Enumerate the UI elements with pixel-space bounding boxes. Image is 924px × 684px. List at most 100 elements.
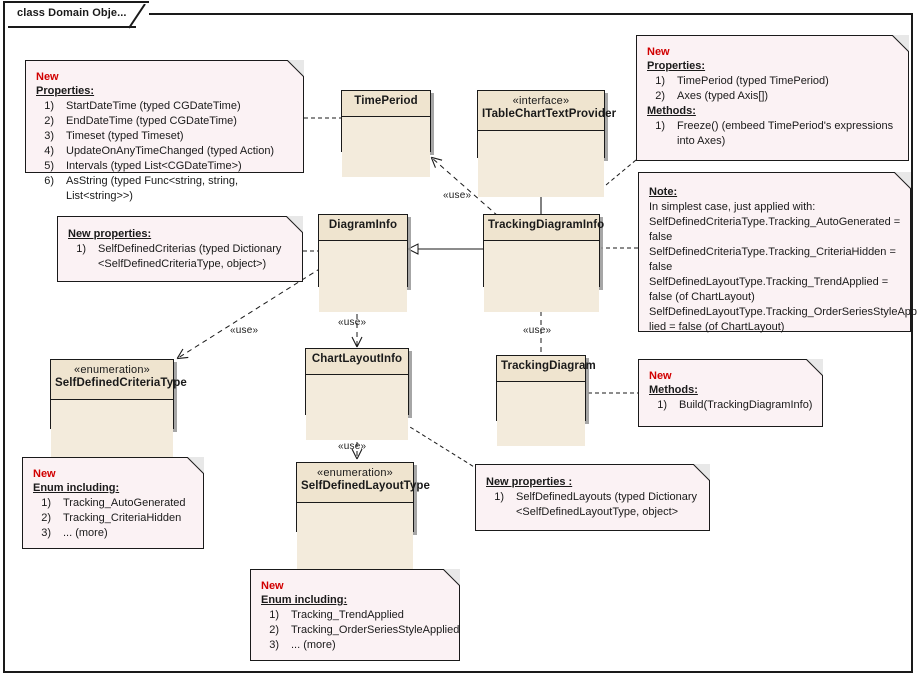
class-name: SelfDefinedCriteriaType: [55, 377, 187, 389]
note-item-number: 4): [44, 145, 54, 157]
note-item-text: Axes (typed Axis[]): [677, 90, 769, 102]
note-line: lied = false (of ChartLayout): [649, 321, 785, 333]
note-content: New properties: 1) SelfDefinedCriterias (…: [58, 217, 302, 280]
diagram-frame-tab-body: [8, 4, 136, 28]
note-item-list: 1) SelfDefinedCriterias (typed Dictionary…: [68, 242, 294, 272]
note-tracking-diagram-methods[interactable]: New Methods: 1)Build(TrackingDiagramInfo…: [638, 359, 823, 427]
note-item: 4)UpdateOnAnyTimeChanged (typed Action): [36, 144, 295, 159]
note-item-number: 5): [44, 160, 54, 172]
note-item-number: 3): [269, 639, 279, 651]
class-box-self-defined-criteria-type[interactable]: «enumeration» SelfDefinedCriteriaType: [50, 359, 187, 468]
note-line: false: [649, 261, 673, 273]
note-fold-corner: [806, 359, 823, 376]
class-name: ITableChartTextProvider: [482, 108, 617, 120]
class-header: TrackingDiagramInfo: [484, 215, 604, 241]
class-header: TimePeriod: [342, 91, 430, 117]
edge-label-use-layouttype: «use»: [338, 441, 367, 452]
class-header: ChartLayoutInfo: [306, 349, 408, 375]
note-item-number: 1): [494, 491, 504, 503]
note-chart-layout-new-properties[interactable]: New properties : 1)SelfDefinedLayouts (t…: [475, 464, 710, 531]
note-line: SelfDefinedLayoutType.Tracking_TrendAppl…: [649, 276, 889, 288]
note-item-list: 1)SelfDefinedLayouts (typed Dictionary <…: [486, 490, 701, 520]
note-new-label: New: [36, 71, 59, 83]
note-fold-corner: [894, 172, 911, 189]
note-item-text: SelfDefinedCriterias (typed Dictionary <…: [98, 243, 282, 270]
diagram-frame-tab[interactable]: class Domain Obje...: [3, 1, 149, 29]
edge-label-use-timeperiod: «use»: [443, 190, 472, 201]
note-item-text: ... (more): [63, 527, 108, 539]
note-item-text: Freeze() (embeed TimePeriod's expression…: [677, 120, 894, 147]
note-item-text: Tracking_TrendApplied: [291, 609, 404, 621]
class-body: [497, 382, 585, 446]
note-time-period-properties[interactable]: New Properties: 1)StartDateTime (typed C…: [25, 60, 304, 202]
note-criteria-enum-values[interactable]: New Enum including: 1)Tracking_AutoGener…: [22, 457, 204, 549]
note-item-list: 1)TimePeriod (typed TimePeriod) 2)Axes (…: [647, 74, 900, 104]
class-name: DiagramInfo: [328, 219, 398, 231]
note-fold-corner: [892, 35, 909, 52]
class-box-self-defined-layout-type[interactable]: «enumeration» SelfDefinedLayoutType: [296, 462, 430, 571]
class-box-diagram-info[interactable]: DiagramInfo: [318, 214, 408, 312]
note-item-number: 1): [655, 75, 665, 87]
note-heading: Enum including:: [261, 594, 348, 606]
note-content: New Properties: 1)StartDateTime (typed C…: [26, 61, 303, 212]
note-line: SelfDefinedCriteriaType.Tracking_AutoGen…: [649, 216, 901, 228]
note-simplest-case[interactable]: Note: In simplest case, just applied wit…: [638, 172, 917, 333]
note-item: 3) ... (more): [261, 638, 451, 653]
class-header: «interface» ITableChartTextProvider: [478, 91, 617, 131]
class-body: [478, 131, 604, 197]
class-body: [484, 241, 599, 312]
note-item-text: Timeset (typed Timeset): [66, 130, 184, 142]
note-item-number: 1): [41, 497, 51, 509]
note-item: 2)Axes (typed Axis[]): [647, 89, 900, 104]
note-item-list: 1)Tracking_TrendApplied 2)Tracking_Order…: [261, 608, 459, 653]
note-item-list: 1)Build(TrackingDiagramInfo): [649, 398, 814, 413]
note-item-number: 2): [269, 624, 279, 636]
class-box-chart-layout-info[interactable]: ChartLayoutInfo: [305, 348, 409, 440]
class-body: [319, 241, 407, 312]
note-content: New Enum including: 1)Tracking_TrendAppl…: [251, 570, 459, 661]
class-box-time-period[interactable]: TimePeriod: [341, 90, 431, 177]
note-item: 1)TimePeriod (typed TimePeriod): [647, 74, 900, 89]
note-line: false (of ChartLayout): [649, 291, 755, 303]
note-diagram-info-new-properties[interactable]: New properties: 1) SelfDefinedCriterias (…: [57, 216, 303, 282]
note-item-number: 1): [44, 100, 54, 112]
note-new-label: New: [261, 580, 284, 592]
note-layout-enum-values[interactable]: New Enum including: 1)Tracking_TrendAppl…: [250, 569, 460, 661]
note-item-number: 1): [76, 243, 86, 255]
class-box-tracking-diagram[interactable]: TrackingDiagram: [496, 355, 596, 446]
class-box-itablecharttextprovider[interactable]: «interface» ITableChartTextProvider: [477, 90, 617, 197]
note-heading: New properties:: [68, 228, 152, 240]
class-header: TrackingDiagram: [497, 356, 596, 382]
edge-label-use-criteria: «use»: [230, 325, 259, 336]
note-line: SelfDefinedLayoutType.Tracking_OrderSeri…: [649, 306, 918, 318]
note-item: 6)AsString (typed Func<string, string, L…: [36, 174, 295, 204]
note-new-label: New: [647, 46, 670, 58]
note-item-text: Tracking_CriteriaHidden: [63, 512, 182, 524]
class-body: [297, 503, 413, 571]
class-body: [342, 117, 430, 177]
note-content: Note: In simplest case, just applied wit…: [639, 173, 918, 343]
note-item-text: Tracking_OrderSeriesStyleApplied: [291, 624, 460, 636]
note-heading: New properties :: [486, 476, 573, 488]
note-content: New Properties: 1)TimePeriod (typed Time…: [637, 36, 908, 157]
note-fold-corner: [287, 60, 304, 77]
note-item-text: StartDateTime (typed CGDateTime): [66, 100, 241, 112]
note-heading-methods: Methods:: [647, 105, 696, 117]
note-item-text: ... (more): [291, 639, 336, 651]
diagram-title: class Domain Obje...: [17, 7, 127, 19]
class-header: «enumeration» SelfDefinedLayoutType: [297, 463, 430, 503]
note-tracking-diagram-info-members[interactable]: New Properties: 1)TimePeriod (typed Time…: [636, 35, 909, 161]
note-item: 2)Tracking_CriteriaHidden: [33, 511, 195, 526]
note-item-number: 2): [44, 115, 54, 127]
note-item: 2)EndDateTime (typed CGDateTime): [36, 114, 295, 129]
note-content: New Enum including: 1)Tracking_AutoGener…: [23, 458, 203, 549]
class-stereotype: «enumeration»: [317, 467, 393, 479]
note-fold-corner: [443, 569, 460, 586]
class-box-tracking-diagram-info[interactable]: TrackingDiagramInfo: [483, 214, 604, 312]
note-line: In simplest case, just applied with:: [649, 201, 816, 213]
note-new-label: New: [33, 468, 56, 480]
note-line: SelfDefinedCriteriaType.Tracking_Criteri…: [649, 246, 896, 258]
note-heading: Methods:: [649, 384, 698, 396]
note-content: New Methods: 1)Build(TrackingDiagramInfo…: [639, 360, 822, 421]
class-header: «enumeration» SelfDefinedCriteriaType: [51, 360, 187, 400]
